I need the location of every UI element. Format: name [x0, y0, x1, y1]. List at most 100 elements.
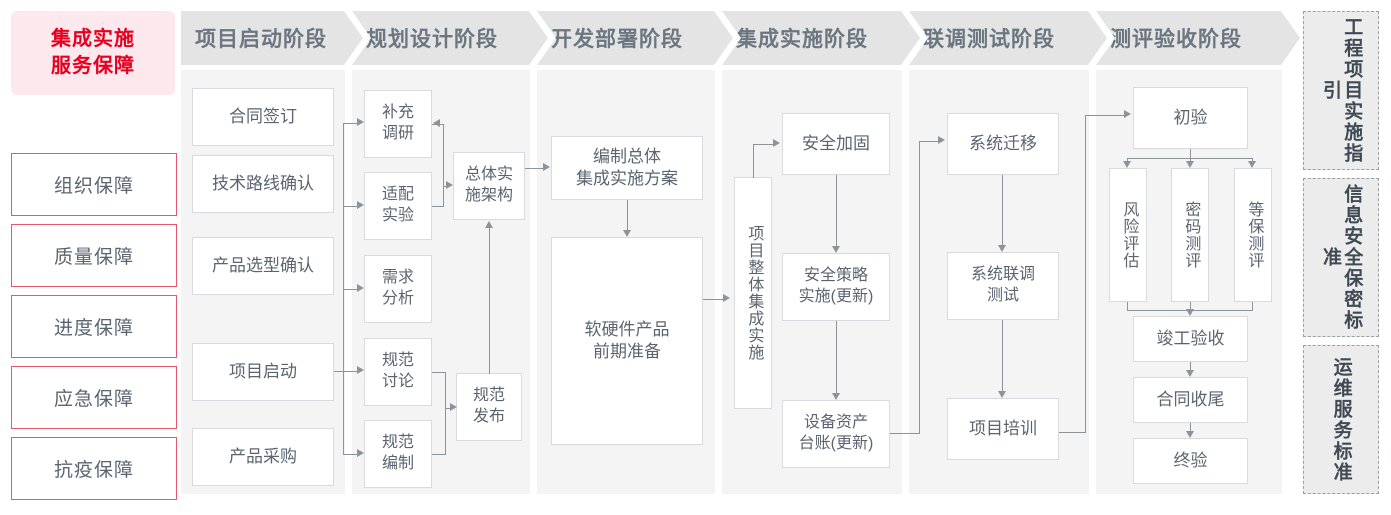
connector-plan-down	[627, 200, 629, 230]
connector-bus-to-discussion	[343, 371, 357, 373]
arrow-to-adaptation	[357, 201, 364, 209]
phase-header-0[interactable]: 项目启动阶段	[181, 11, 363, 65]
connector-mlps-down	[1252, 302, 1254, 311]
arrow-release-to-architecture	[485, 221, 493, 228]
arrow-closeout-to-final	[1186, 431, 1194, 438]
connector-bus-to-drafting	[343, 454, 357, 456]
node-requirement-analysis[interactable]: 需求 分析	[364, 255, 432, 323]
node-contract-closeout[interactable]: 合同收尾	[1133, 377, 1248, 423]
phase-header-label: 联调测试阶段	[923, 28, 1055, 51]
arrow-to-risk-assessment	[1123, 161, 1131, 168]
arrow-to-password-evaluation	[1186, 161, 1194, 168]
arrow-to-mlps-evaluation	[1248, 161, 1256, 168]
arrow-hardening-to-policy	[832, 246, 840, 253]
phase-header-1[interactable]: 规划设计阶段	[352, 11, 548, 65]
node-overall-architecture[interactable]: 总体实 施架构	[453, 152, 525, 220]
node-preliminary-acceptance[interactable]: 初验	[1133, 87, 1248, 149]
connector-kickoff-stub	[334, 371, 344, 373]
arrow-to-security-hardening	[773, 139, 780, 147]
connector-merge-to-completion	[1190, 302, 1192, 311]
node-system-joint-test[interactable]: 系统联调 测试	[947, 252, 1059, 320]
phase-header-label: 规划设计阶段	[366, 28, 498, 51]
phase-header-label: 开发部署阶段	[551, 28, 683, 51]
connector-ledger-to-migration	[919, 141, 938, 143]
standard-box-ops[interactable]: 运维服务标准	[1303, 345, 1379, 494]
guarantee-item-0[interactable]: 组织保障	[11, 153, 177, 216]
connector-arch-to-plan	[525, 168, 543, 170]
node-overall-integration-plan[interactable]: 编制总体 集成实施方案	[551, 136, 703, 200]
standard-label: 运维服务标准	[1330, 356, 1352, 483]
guarantee-title: 集成实施 服务保障	[11, 11, 175, 95]
guarantee-item-3[interactable]: 应急保障	[11, 366, 177, 429]
connector-bus-to-adaptation	[343, 206, 357, 208]
connector-training-up	[1085, 115, 1087, 433]
node-product-selection[interactable]: 产品选型确认	[192, 237, 334, 295]
connector-completion-down	[1190, 362, 1192, 370]
node-contract-signing[interactable]: 合同签订	[192, 88, 334, 146]
arrow-migration-to-joint-test	[998, 245, 1006, 252]
guarantee-item-4[interactable]: 抗疫保障	[11, 437, 177, 500]
arrow-to-architecture	[446, 181, 453, 189]
node-asset-ledger[interactable]: 设备资产 台账(更新)	[782, 400, 890, 468]
node-security-policy-impl[interactable]: 安全策略 实施(更新)	[782, 253, 890, 321]
connector-bus-to-requirement	[343, 289, 357, 291]
phase-header-label: 测评验收阶段	[1110, 28, 1242, 51]
arrow-to-system-migration	[938, 136, 945, 144]
connector-closeout-down	[1190, 423, 1192, 431]
arrow-completion-to-closeout	[1186, 370, 1194, 377]
phase-header-4[interactable]: 联调测试阶段	[909, 11, 1107, 65]
node-spec-drafting[interactable]: 规范 编制	[364, 420, 432, 488]
node-risk-assessment[interactable]: 风险评估	[1109, 168, 1147, 302]
connector-to-password	[1190, 158, 1192, 162]
node-password-evaluation[interactable]: 密码测评	[1171, 168, 1209, 302]
node-security-hardening[interactable]: 安全加固	[782, 113, 890, 175]
arrow-back-to-research	[433, 119, 440, 127]
node-hw-sw-preparation[interactable]: 软硬件产品 前期准备	[551, 237, 703, 445]
phase-header-5[interactable]: 测评验收阶段	[1096, 11, 1300, 65]
connector-bus-to-research	[343, 123, 357, 125]
arrow-to-requirement	[357, 284, 364, 292]
connector-integration-to-hardening	[753, 144, 773, 146]
arrow-to-research	[357, 118, 364, 126]
node-tech-route[interactable]: 技术路线确认	[192, 155, 334, 213]
phase-header-2[interactable]: 开发部署阶段	[537, 11, 733, 65]
node-spec-discussion[interactable]: 规范 讨论	[364, 338, 432, 406]
arrow-to-discussion	[357, 366, 364, 374]
standard-box-engineering[interactable]: 工程项目实施指引	[1303, 11, 1379, 170]
node-product-purchase[interactable]: 产品采购	[192, 428, 334, 486]
node-system-migration[interactable]: 系统迁移	[947, 113, 1059, 175]
arrow-prep-to-integration	[723, 294, 730, 302]
connector-migration-down	[1002, 175, 1004, 245]
node-spec-release[interactable]: 规范 发布	[456, 373, 522, 441]
node-final-acceptance[interactable]: 终验	[1133, 438, 1248, 484]
node-completion-acceptance[interactable]: 竣工验收	[1133, 316, 1248, 362]
connector-dd-to-release	[445, 408, 451, 410]
arrow-plan-to-preparation	[623, 230, 631, 237]
guarantee-item-1[interactable]: 质量保障	[11, 224, 177, 287]
connector-hardening-down	[836, 175, 838, 246]
connector-dd-bus	[445, 372, 447, 455]
node-adaptation-test[interactable]: 适配 实验	[364, 172, 432, 240]
node-overall-integration-impl[interactable]: 项目整体集成实施	[734, 177, 772, 409]
node-mlps-evaluation[interactable]: 等保测评	[1234, 168, 1272, 302]
arrow-joint-test-to-training	[998, 391, 1006, 398]
arrow-to-preliminary-acceptance	[1124, 110, 1131, 118]
connector-to-risk	[1127, 158, 1129, 162]
standard-box-security[interactable]: 信息安全保密标准	[1303, 178, 1379, 337]
connector-joint-test-down	[1002, 320, 1004, 391]
node-project-kickoff[interactable]: 项目启动	[192, 343, 334, 401]
connector-to-mlps	[1252, 158, 1254, 162]
arrow-to-spec-release	[450, 403, 457, 411]
phase-header-3[interactable]: 集成实施阶段	[722, 11, 920, 65]
connector-release-up	[489, 228, 491, 374]
arrow-to-completion-acceptance	[1186, 309, 1194, 316]
connector-integration-up	[753, 144, 755, 178]
phase-header-label: 项目启动阶段	[195, 28, 327, 51]
phase-header-label: 集成实施阶段	[736, 28, 868, 51]
connector-adaptation-right	[432, 206, 444, 208]
node-project-training[interactable]: 项目培训	[947, 398, 1059, 460]
node-supplementary-research[interactable]: 补充 调研	[364, 90, 432, 158]
guarantee-item-2[interactable]: 进度保障	[11, 295, 177, 358]
connector-ledger-right	[890, 433, 920, 435]
